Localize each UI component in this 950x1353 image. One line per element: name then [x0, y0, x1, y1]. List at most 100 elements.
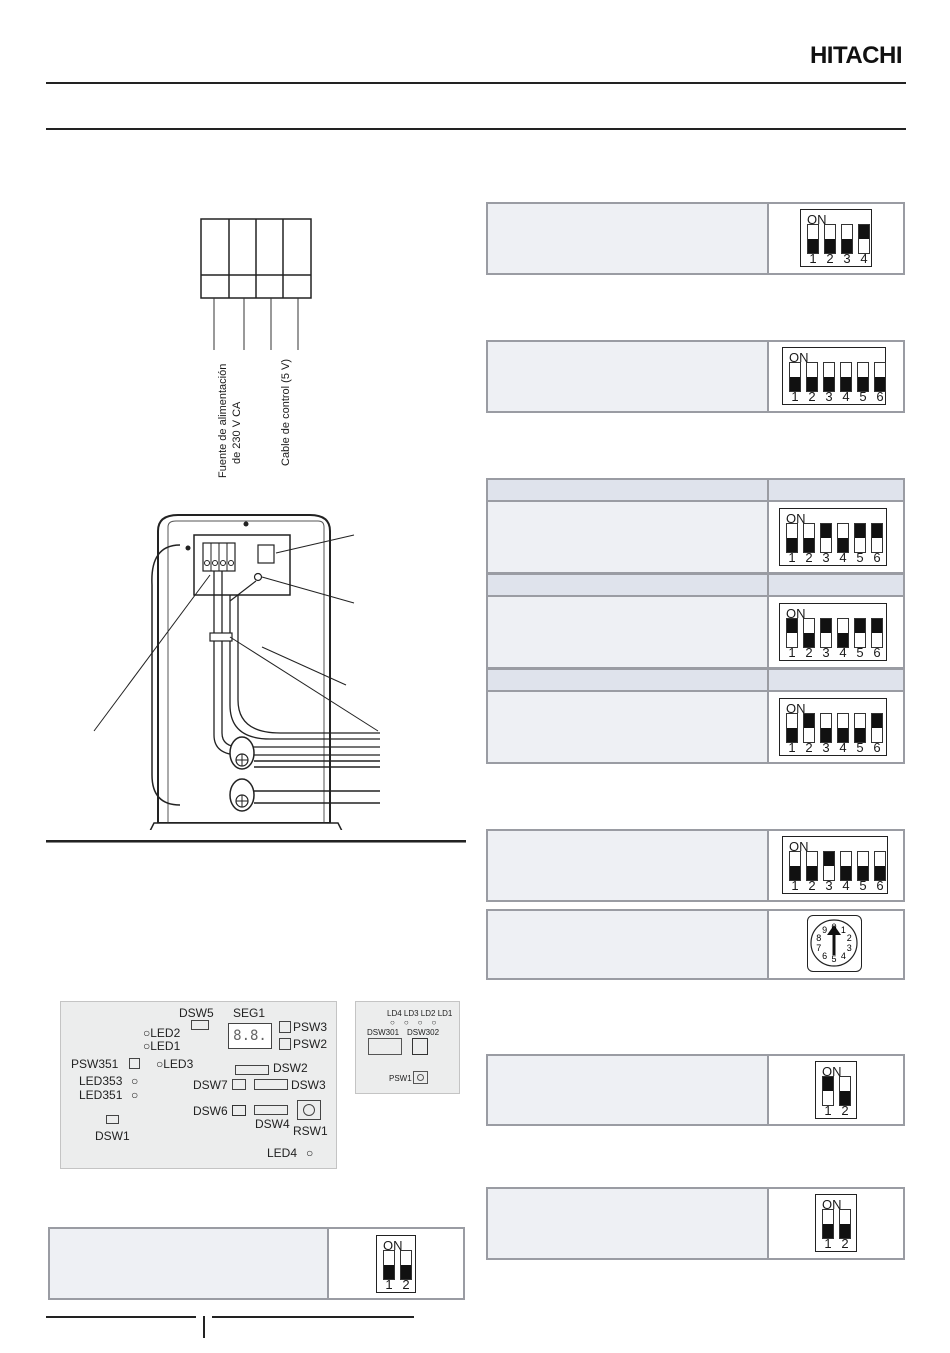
- dsw5-switch: [191, 1020, 209, 1030]
- label-led1: ○LED1: [143, 1039, 181, 1053]
- dip-number-3: 3: [825, 878, 833, 893]
- dip-number-2: 2: [805, 550, 813, 565]
- dip-number-5: 5: [856, 550, 864, 565]
- dip-number-1: 1: [788, 645, 796, 660]
- dip-lever-knob: [858, 866, 868, 880]
- dip-number-3: 3: [822, 645, 830, 660]
- dip-lever-knob: [787, 728, 797, 742]
- table-header-3: [486, 668, 905, 692]
- footer-divider: [203, 1316, 205, 1338]
- label-seg1: SEG1: [233, 1006, 266, 1020]
- dip-lever-knob: [855, 728, 865, 742]
- dip-lever-2: [839, 1076, 851, 1106]
- dip-lever-3: [820, 523, 832, 553]
- rotary-digit-9: 9: [822, 925, 827, 935]
- label-dsw5: DSW5: [179, 1006, 214, 1020]
- table-header-2: [486, 573, 905, 597]
- dip-lever-1: [822, 1209, 834, 1239]
- dip-lever-4: [840, 362, 852, 392]
- dip-on-label: ON: [822, 1197, 842, 1212]
- label-led-row: LD4 LD3 LD2 LD1: [387, 1009, 453, 1018]
- dip-number-5: 5: [856, 645, 864, 660]
- dip-lever-2: [839, 1209, 851, 1239]
- dip-lever-knob: [840, 1224, 850, 1238]
- dip-lever-knob: [825, 239, 835, 253]
- dip-lever-knob: [838, 728, 848, 742]
- setting-box-f-text: [488, 1189, 769, 1258]
- power-supply-label: Fuente de alimentación de 230 V CA: [216, 364, 244, 478]
- setting-box-e: [486, 1054, 905, 1126]
- dip-lever-1: [822, 1076, 834, 1106]
- label-dsw6: DSW6: [193, 1104, 228, 1118]
- dip-on-label: ON: [807, 212, 827, 227]
- dip-lever-knob: [838, 538, 848, 552]
- dsw7-switch: [232, 1079, 246, 1090]
- dip-number-4: 4: [839, 550, 847, 565]
- label-dsw1: DSW1: [95, 1129, 130, 1143]
- dip-lever-knob: [841, 866, 851, 880]
- terminal-block-diagram: [200, 218, 312, 300]
- psw2-button: [279, 1038, 291, 1050]
- label-rsw1: RSW1: [293, 1124, 328, 1138]
- setting-box-a-text: [488, 204, 769, 273]
- footer-rule-right: [212, 1316, 414, 1318]
- dip-lever-knob: [842, 239, 852, 253]
- dip-lever-1: [789, 362, 801, 392]
- label-led353: LED353: [79, 1074, 123, 1088]
- power-label-line1: Fuente de alimentación: [217, 363, 229, 478]
- dsw6-switch: [232, 1105, 246, 1116]
- dip-lever-5: [854, 523, 866, 553]
- rotary-digit-7: 7: [816, 943, 821, 953]
- dip-number-1: 1: [791, 389, 799, 404]
- rsw1-rotary: [297, 1100, 321, 1120]
- dip-lever-knob: [821, 728, 831, 742]
- dip-number-3: 3: [843, 251, 851, 266]
- dsw3-switch: [254, 1079, 288, 1090]
- led353-dot: ○: [131, 1074, 139, 1088]
- setting-row-c3-text: [488, 692, 769, 762]
- dip-number-1: 1: [385, 1277, 393, 1292]
- dip-number-3: 3: [822, 550, 830, 565]
- label-dsw4: DSW4: [255, 1117, 290, 1131]
- dip-lever-1: [786, 523, 798, 553]
- dip-number-2: 2: [808, 878, 816, 893]
- led3-text: LED3: [163, 1057, 194, 1071]
- dip-lever-knob: [384, 1265, 394, 1279]
- dip-number-1: 1: [791, 878, 799, 893]
- dip-number-1: 1: [788, 550, 796, 565]
- dip-lever-1: [807, 224, 819, 254]
- led1-text: LED1: [150, 1039, 181, 1053]
- dip-lever-knob: [859, 225, 869, 239]
- dip-lever-2: [803, 713, 815, 743]
- dip-number-6: 6: [873, 550, 881, 565]
- dsw2-switch: [235, 1065, 269, 1075]
- led351-dot: ○: [131, 1088, 139, 1102]
- dip-lever-knob: [804, 538, 814, 552]
- dip-lever-4: [840, 851, 852, 881]
- setting-box-bottom-text: [50, 1229, 329, 1298]
- dip-lever-3: [820, 713, 832, 743]
- dip-lever-knob: [787, 619, 797, 633]
- dip-number-4: 4: [839, 645, 847, 660]
- dip-on-label: ON: [789, 839, 809, 854]
- dip-lever-knob: [838, 633, 848, 647]
- dip-lever-1: [786, 713, 798, 743]
- dip-lever-knob: [790, 377, 800, 391]
- dip-on-label: ON: [822, 1064, 842, 1079]
- main-pcb-board: DSW5 SEG1 8.8. PSW3 PSW2 ○LED2 ○LED1 PSW…: [60, 1001, 337, 1169]
- dip-number-3: 3: [825, 389, 833, 404]
- led4-dot: ○: [306, 1146, 314, 1160]
- dip-lever-knob: [875, 377, 885, 391]
- dip-lever-knob: [821, 619, 831, 633]
- label-dsw302: DSW302: [407, 1028, 440, 1037]
- dip-lever-2: [803, 618, 815, 648]
- dip-lever-knob: [787, 538, 797, 552]
- dip-lever-3: [823, 851, 835, 881]
